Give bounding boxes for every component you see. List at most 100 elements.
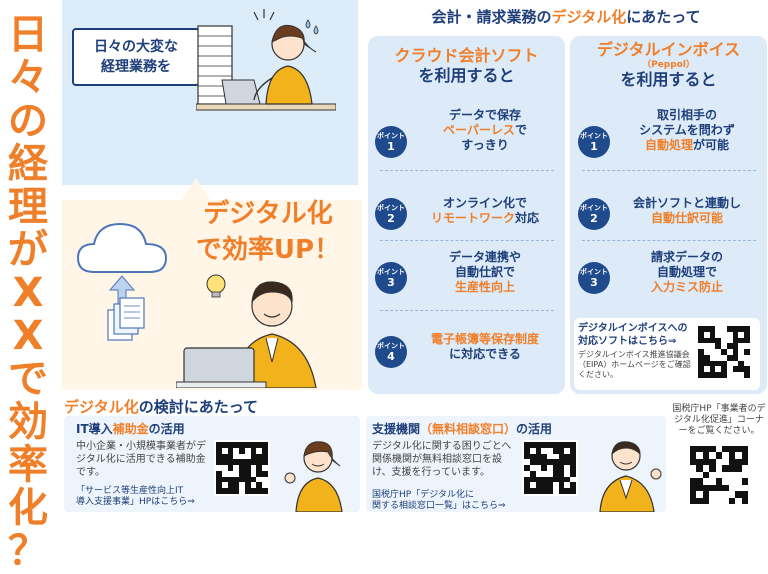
stressed-worker-illustration: [196, 9, 336, 111]
bubble-line: 経理業務を: [101, 59, 171, 75]
link-line: 「サービス等生産性向上IT: [76, 486, 184, 496]
qr-code[interactable]: [214, 440, 270, 496]
point-highlight: 入力ミス防止: [650, 280, 723, 294]
cloud-point-1: データで保存 ペーパーレスで すっきり: [410, 108, 560, 153]
section-rest: の検討にあたって: [138, 398, 258, 416]
title-char: 々: [8, 55, 48, 101]
point-line: オンライン化で: [442, 196, 527, 210]
link-line: 関する相談窓口一覧」はこちら⇒: [372, 501, 506, 511]
it-subsidy-link[interactable]: 「サービス等生産性向上IT 導入支援事業」HPはこちら⇒: [76, 486, 216, 508]
invoice-column-title: デジタルインボイス （Peppol） を利用すると: [570, 40, 767, 90]
qr-code[interactable]: [696, 324, 752, 380]
title-char: X: [12, 270, 44, 316]
invoice-point-2: 会計ソフトと連動し 自動仕訳可能: [612, 196, 762, 226]
title-highlight: 補助金: [112, 422, 149, 436]
point-line: が可能: [693, 138, 730, 152]
consideration-section-title: デジタル化の検討にあたって: [64, 396, 258, 417]
title-char: が: [8, 227, 48, 273]
point-highlight: 生産性向上: [454, 280, 515, 294]
title-char: 経: [8, 141, 48, 187]
slogan-line: デジタル化: [203, 199, 333, 229]
invoice-point-1: 取引相手の システムを問わず 自動処理が可能: [612, 108, 762, 153]
vertical-title: 日 々 の 経 理 が X X で 効 率 化 ？: [0, 0, 56, 573]
support-agency-desc: デジタル化に関する困りごとへ関係機関が無料相談窓口を設け、支援を行っています。: [372, 441, 512, 478]
point-badge-label: ポイント: [580, 132, 608, 140]
digital-slogan: デジタル化 で効率UP！: [178, 196, 358, 268]
qr-code[interactable]: [688, 444, 750, 506]
title-char: 効: [8, 399, 48, 445]
link-line: 国税庁HP「デジタル化に: [372, 490, 475, 500]
point-badge-number: 4: [387, 350, 395, 363]
invoice-software-link[interactable]: デジタルインボイスへの 対応ソフトはこちら⇒: [578, 322, 694, 348]
point-line: システムを問わず: [639, 123, 735, 137]
it-subsidy-title: IT導入補助金の活用: [76, 420, 185, 437]
title-char: X: [12, 313, 44, 359]
point-highlight: ペーパーレス: [443, 123, 515, 137]
bubble-line: 日々の大変な: [94, 39, 178, 55]
title-highlight: （無料相談窓口）: [420, 422, 517, 436]
title-char: で: [8, 356, 48, 402]
title-part: の活用: [148, 422, 185, 436]
happy-worker-illustration: [176, 274, 317, 388]
thumbs-up-man-illustration: [599, 441, 662, 512]
title-char: の: [8, 98, 48, 144]
title-char: 化: [8, 485, 48, 531]
point-line: 自動処理で: [656, 265, 717, 279]
point-badge-number: 3: [590, 276, 598, 289]
title-char: 率: [8, 442, 48, 488]
qr-code[interactable]: [522, 440, 578, 496]
title-part: の活用: [516, 422, 553, 436]
divider: [380, 170, 554, 171]
point-highlight: リモートワーク: [430, 211, 515, 225]
point-badge-number: 2: [590, 212, 598, 225]
support-agency-link[interactable]: 国税庁HP「デジタル化に 関する相談窓口一覧」はこちら⇒: [372, 490, 522, 512]
cloud-point-2: オンライン化で リモートワーク対応: [410, 196, 560, 226]
support-agency-title: 支援機関（無料相談窓口）の活用: [372, 420, 552, 437]
point-highlight: 電子帳簿等保存制度: [430, 332, 539, 346]
cloud-title-line1: クラウド会計ソフト: [394, 46, 539, 65]
link-line: 導入支援事業」HPはこちら⇒: [76, 497, 195, 507]
point-line: 会計ソフトと連動し: [632, 196, 741, 210]
cloud-point-3: データ連携や 自動仕訳で 生産性向上: [410, 250, 560, 295]
section-header: 会計・請求業務のデジタル化にあたって: [366, 6, 766, 27]
point-badge-label: ポイント: [377, 132, 405, 140]
point-line: データで保存: [448, 108, 521, 122]
divider: [582, 240, 756, 241]
title-char: 理: [8, 184, 48, 230]
title-char: 日: [8, 12, 48, 58]
point-line: 取引相手の: [656, 108, 717, 122]
divider: [582, 170, 756, 171]
point-badge-label: ポイント: [377, 342, 405, 350]
section-highlight: デジタル化: [64, 398, 139, 416]
software-line: 対応ソフトはこちら⇒: [578, 336, 677, 347]
title-part: IT導入: [76, 422, 113, 436]
point-highlight: 自動仕訳可能: [650, 211, 723, 225]
point-badge-label: ポイント: [580, 204, 608, 212]
header-pre: 会計・請求業務の: [431, 8, 552, 26]
point-badge-label: ポイント: [377, 204, 405, 212]
point-line: 請求データの: [650, 250, 723, 264]
point-line: 自動仕訳で: [454, 265, 515, 279]
bubble-tail: [182, 178, 210, 200]
point-badge-number: 1: [590, 140, 598, 153]
header-highlight: デジタル化: [551, 8, 627, 26]
software-line: デジタルインボイスへの: [578, 323, 688, 334]
point-line: 対応: [515, 211, 540, 225]
it-subsidy-desc: 中小企業・小規模事業者がデジタル化に活用できる補助金です。: [76, 441, 206, 478]
cloud-title-line2: を利用すると: [418, 66, 515, 85]
point-highlight: 自動処理: [644, 138, 693, 152]
title-char: ？: [8, 528, 48, 574]
invoice-title-line1: デジタルインボイス: [596, 40, 741, 59]
divider: [380, 310, 554, 311]
invoice-point-3: 請求データの 自動処理で 入力ミス防止: [612, 250, 762, 295]
eipa-note: デジタルインボイス推進協議会（EIPA）ホームページをご確認ください。: [578, 350, 691, 379]
point-badge-label: ポイント: [580, 268, 608, 276]
cloud-upload-icon: [76, 222, 168, 341]
point-badge-number: 2: [387, 212, 395, 225]
